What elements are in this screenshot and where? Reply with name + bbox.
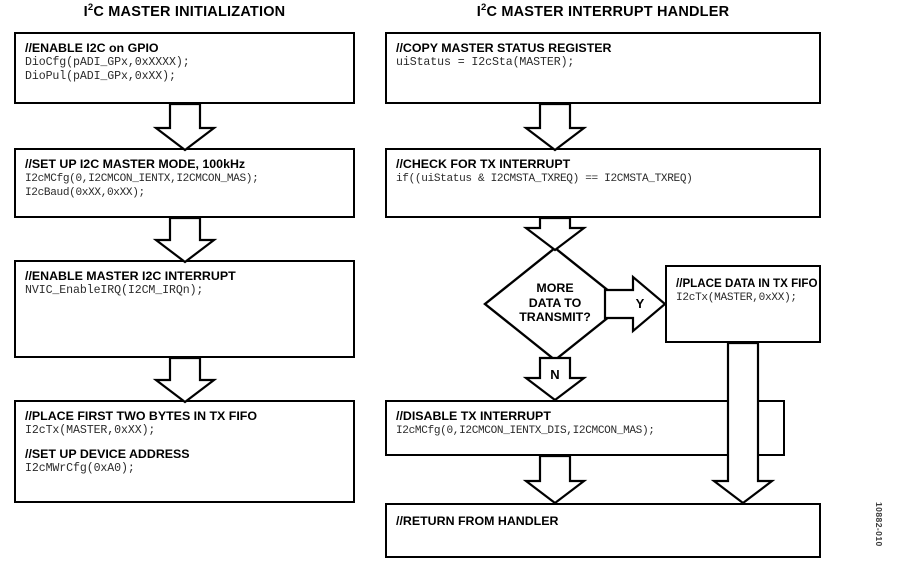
init-step4-spacer — [25, 438, 344, 447]
init-step3-comment: //ENABLE MASTER I2C INTERRUPT — [25, 269, 236, 283]
init-step2-code-line1: I2cMCfg(0,I2CMCON_IENTX,I2CMCON_MAS); — [25, 173, 259, 185]
title-superscript: 2 — [87, 2, 94, 14]
arrow-init-3-to-4 — [152, 356, 218, 404]
handler-step-disable-tx-interrupt[interactable]: //DISABLE TX INTERRUPT I2cMCfg(0,I2CMCON… — [385, 400, 785, 456]
decision-no-label: N — [550, 367, 560, 382]
decision-line-1: MORE — [536, 281, 574, 295]
title-text-pre: I — [83, 4, 88, 20]
arrow-init-1-to-2 — [152, 102, 218, 152]
handler-tx-comment: //PLACE DATA IN TX FIFO — [676, 277, 818, 290]
title-text-post: C MASTER INITIALIZATION — [93, 4, 286, 20]
init-step-place-first-two-bytes[interactable]: //PLACE FIRST TWO BYTES IN TX FIFO I2cTx… — [14, 400, 355, 503]
init-step-enable-i2c-gpio[interactable]: //ENABLE I2C on GPIO DioCfg(pADI_GPx,0xX… — [14, 32, 355, 104]
init-step4-code-line1: I2cTx(MASTER,0xXX); — [25, 424, 156, 437]
decision-diamond-label: MORE DATA TO TRANSMIT? — [483, 281, 627, 325]
init-step1-code-line2: DioPul(pADI_GPx,0xXX); — [25, 70, 176, 84]
handler-step1-comment: //COPY MASTER STATUS REGISTER — [396, 41, 612, 55]
init-step4-comment-2: //SET UP DEVICE ADDRESS — [25, 447, 190, 462]
handler-step2-code-line1: if((uiStatus & I2CMSTA_TXREQ) == I2CMSTA… — [396, 173, 693, 185]
title-text-post: C MASTER INTERRUPT HANDLER — [486, 4, 730, 20]
decision-yes-label: Y — [635, 296, 645, 311]
column-title-interrupt-handler: I2C MASTER INTERRUPT HANDLER — [385, 2, 821, 20]
decision-line-3: TRANSMIT? — [519, 310, 591, 324]
column-title-initialization: I2C MASTER INITIALIZATION — [14, 2, 355, 20]
init-step4-code-line2: I2cMWrCfg(0xA0); — [25, 462, 135, 476]
init-step-enable-master-interrupt[interactable]: //ENABLE MASTER I2C INTERRUPT NVIC_Enabl… — [14, 260, 355, 358]
handler-disable-comment: //DISABLE TX INTERRUPT — [396, 409, 551, 423]
handler-step-place-data-tx-fifo[interactable]: //PLACE DATA IN TX FIFO I2cTx(MASTER,0xX… — [665, 265, 821, 343]
arrow-disable-to-return — [522, 454, 588, 505]
init-step-set-up-master-mode[interactable]: //SET UP I2C MASTER MODE, 100kHz I2cMCfg… — [14, 148, 355, 218]
init-step3-code-line1: NVIC_EnableIRQ(I2CM_IRQn); — [25, 284, 204, 297]
title-superscript: 2 — [480, 2, 487, 14]
init-step2-comment: //SET UP I2C MASTER MODE, 100kHz — [25, 157, 246, 171]
handler-step-check-tx-interrupt[interactable]: //CHECK FOR TX INTERRUPT if((uiStatus & … — [385, 148, 821, 218]
arrow-handler-1-to-2 — [522, 102, 588, 152]
handler-step-return-from-handler[interactable]: //RETURN FROM HANDLER — [385, 503, 821, 558]
handler-tx-code-line1: I2cTx(MASTER,0xXX); — [676, 292, 797, 304]
handler-step2-comment: //CHECK FOR TX INTERRUPT — [396, 157, 571, 171]
handler-step-copy-status-register[interactable]: //COPY MASTER STATUS REGISTER uiStatus =… — [385, 32, 821, 104]
handler-disable-code-line1: I2cMCfg(0,I2CMCON_IENTX_DIS,I2CMCON_MAS)… — [396, 425, 655, 437]
handler-return-comment: //RETURN FROM HANDLER — [396, 514, 559, 528]
handler-step1-code-line1: uiStatus = I2cSta(MASTER); — [396, 56, 575, 69]
init-step4-comment-1: //PLACE FIRST TWO BYTES IN TX FIFO — [25, 409, 257, 423]
figure-number: 10882-010 — [874, 502, 884, 547]
init-step1-code-line1: DioCfg(pADI_GPx,0xXXXX); — [25, 56, 190, 69]
title-text-pre: I — [476, 4, 481, 20]
arrow-init-2-to-3 — [152, 216, 218, 264]
init-step1-comment: //ENABLE I2C on GPIO — [25, 41, 159, 55]
decision-line-2: DATA TO — [528, 295, 582, 310]
init-step2-code-line2: I2cBaud(0xXX,0xXX); — [25, 187, 145, 200]
